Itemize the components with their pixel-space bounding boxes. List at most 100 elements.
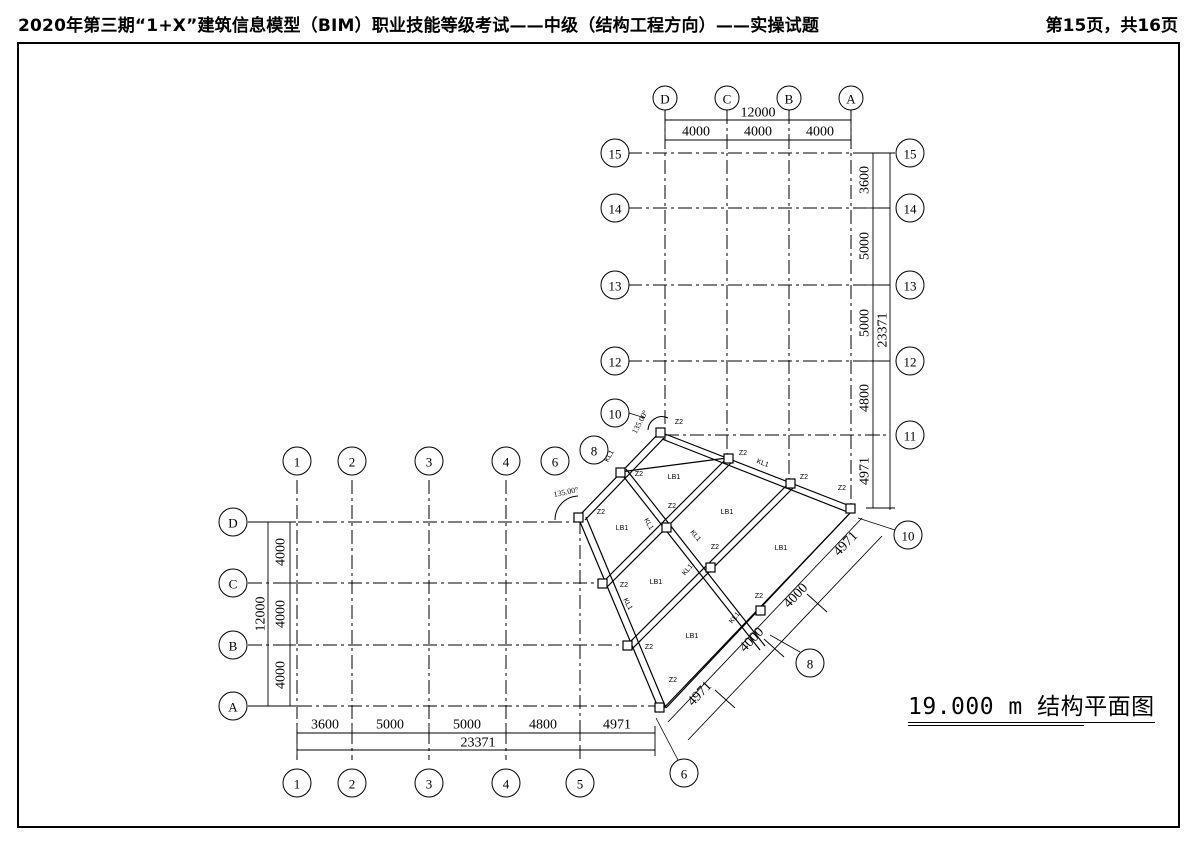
beam-label: KL1 xyxy=(755,458,769,469)
axis-bubble-left-15 xyxy=(600,138,630,168)
slab-label: LB1 xyxy=(686,633,699,640)
top-dimensions xyxy=(664,114,852,144)
axis-bubble-right-14 xyxy=(895,193,925,223)
axis-bubble-bottom-3 xyxy=(414,768,444,798)
angle-arc-top xyxy=(647,416,669,431)
dim-bottom-overall: 23371 xyxy=(461,736,496,751)
column-label: Z2 xyxy=(739,450,747,457)
label-bottom-8: 8 xyxy=(807,657,814,672)
axis-bubble-bottom-1 xyxy=(282,768,312,798)
dim-top-span-3: 4000 xyxy=(806,125,834,140)
dim-right-overall: 23371 xyxy=(876,313,891,348)
dim-diag-span-2: 4000 xyxy=(737,625,767,656)
column-label: Z2 xyxy=(755,593,763,600)
exam-title: 2020年第三期“1+X”建筑信息模型（BIM）职业技能等级考试——中级（结构工… xyxy=(18,16,820,36)
page-number: 第15页，共16页 xyxy=(1045,16,1178,36)
slab-label: LB1 xyxy=(775,545,788,552)
label-bottom-4: 4 xyxy=(503,777,510,792)
label-left-B: B xyxy=(229,639,238,654)
slab-label: LB1 xyxy=(668,474,681,481)
dim-bottom-span-4: 4800 xyxy=(529,718,557,733)
left-wing-grid xyxy=(248,480,655,760)
label-top-A: A xyxy=(846,92,856,107)
column-label: Z2 xyxy=(800,474,808,481)
label-right-11: 11 xyxy=(904,429,917,444)
label-right-12: 12 xyxy=(904,355,917,370)
axis-bubble-top-2 xyxy=(337,446,367,476)
drawing-title-underline xyxy=(908,725,1084,726)
dim-right-span-2: 5000 xyxy=(858,232,873,260)
diagonal-dimensions xyxy=(667,517,883,741)
page-header: 2020年第三期“1+X”建筑信息模型（BIM）职业技能等级考试——中级（结构工… xyxy=(0,0,1200,40)
label-top-4: 4 xyxy=(503,455,510,470)
label-bottom-6: 6 xyxy=(681,767,688,782)
column-label: Z2 xyxy=(668,503,676,510)
label-bottom-5: 5 xyxy=(577,777,584,792)
label-right-13: 13 xyxy=(904,279,917,294)
label-left-A: A xyxy=(228,700,238,715)
label-top-2: 2 xyxy=(349,455,356,470)
axis-bubble-bottom-4 xyxy=(491,768,521,798)
label-bottom-1: 1 xyxy=(294,777,301,792)
column-label: Z2 xyxy=(838,485,846,492)
axis-bubble-bottom-5 xyxy=(565,768,595,798)
slab-label: LB1 xyxy=(650,579,663,586)
column-label: Z2 xyxy=(620,582,628,589)
dim-top-span-2: 4000 xyxy=(744,125,772,140)
axis-bubble-top-1 xyxy=(282,446,312,476)
dim-top-overall: 12000 xyxy=(741,106,776,121)
axis-bubble-top-6 xyxy=(540,446,570,476)
axis-bubble-top-A xyxy=(838,85,864,111)
label-right-10: 10 xyxy=(902,529,915,544)
label-top-1: 1 xyxy=(294,455,301,470)
dim-left-overall: 12000 xyxy=(254,597,269,632)
axis-bubble-left-14 xyxy=(600,193,630,223)
label-top-D: D xyxy=(660,92,669,107)
label-left-14: 14 xyxy=(609,202,623,217)
dim-left-span-1: 4000 xyxy=(274,538,289,566)
label-left-C: C xyxy=(229,577,238,592)
column-label: Z2 xyxy=(645,644,653,651)
dim-diag-span-4: 4971 xyxy=(831,529,861,560)
dim-bottom-span-2: 5000 xyxy=(376,718,404,733)
column-label: Z2 xyxy=(675,419,683,426)
axis-bubble-bottom-8 xyxy=(795,648,825,678)
axis-bubble-left-D xyxy=(218,507,248,537)
wedge-columns xyxy=(573,427,856,713)
label-top-B: B xyxy=(785,92,794,107)
dim-bottom-span-1: 3600 xyxy=(311,718,339,733)
upper-wing-grid xyxy=(628,110,890,508)
axis-bubble-top-8 xyxy=(579,435,609,465)
axis-bubble-top-C xyxy=(714,85,740,111)
angle-label-left: 135.00° xyxy=(553,485,580,499)
column-label: Z2 xyxy=(669,677,677,684)
label-left-D: D xyxy=(228,516,237,531)
dim-left-span-2: 4000 xyxy=(274,600,289,628)
beam-label: KL1 xyxy=(642,517,654,531)
dim-diag-span-3: 4000 xyxy=(781,581,811,612)
label-left-12: 12 xyxy=(609,355,622,370)
label-right-15: 15 xyxy=(904,147,917,162)
axis-bubble-left-B xyxy=(218,630,248,660)
dim-bottom-span-5: 4971 xyxy=(603,718,631,733)
axis-bubble-top-D xyxy=(652,85,678,111)
axis-bubble-right-15 xyxy=(895,138,925,168)
label-left-15: 15 xyxy=(609,147,622,162)
drawing-frame xyxy=(17,42,1180,828)
axis-bubble-right-10 xyxy=(893,520,923,550)
axis-bubble-bottom-2 xyxy=(337,768,367,798)
axis-bubble-top-B xyxy=(776,85,802,111)
axis-bubble-left-C xyxy=(218,568,248,598)
left-dimensions xyxy=(262,521,296,707)
label-top-8: 8 xyxy=(591,444,598,459)
column-label: Z2 xyxy=(635,471,643,478)
axis-bubble-left-12 xyxy=(600,346,630,376)
dim-right-span-3: 5000 xyxy=(858,309,873,337)
label-top-C: C xyxy=(723,92,732,107)
column-label: Z2 xyxy=(711,544,719,551)
label-right-14: 14 xyxy=(904,202,918,217)
bottom-dimensions xyxy=(296,726,656,756)
angle-label-top: 135.00° xyxy=(630,409,650,435)
drawing-title: 19.000 m 结构平面图 xyxy=(908,694,1155,723)
